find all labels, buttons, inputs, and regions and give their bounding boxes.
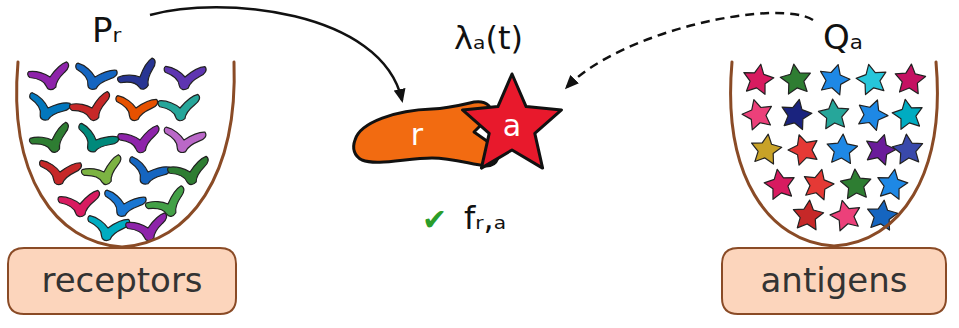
receptor-icon [68,91,115,126]
receptor-icon [123,153,171,191]
receptor-icon [158,94,202,122]
receptor-icon [160,124,206,157]
affinity-label: fᵣ,ₐ [462,199,508,237]
node-label: receptors [41,261,202,300]
label-holder: fᵣ,ₐ [462,200,508,237]
label-holder: λₐ(t) [452,20,525,57]
text-holder: a [492,104,532,148]
antigen-icon [826,133,858,164]
antigen-icon [739,96,776,132]
antigen-icon [894,63,927,94]
antigen-icon [785,130,823,167]
receptor-icon [113,92,159,124]
antigen-icon [816,61,853,97]
antigen-icon [741,62,776,96]
receptor-icon [166,156,212,189]
antigen-icon [840,168,872,199]
receptor-bowl: receptors [0,15,245,318]
receptor-icon [23,89,71,127]
antigen-icon [891,132,924,164]
antigen-bowl: antigens [718,20,950,318]
text-holder: receptors [8,248,236,314]
receptor-icon [125,213,171,245]
rate-label: λₐ(t) [452,19,525,57]
check-mark: ✔ [420,202,449,237]
antigen-icon [862,130,899,166]
receptor-icon [115,57,163,97]
receptor-icon [162,63,206,91]
receptor-icon [71,60,118,95]
outline-path [8,248,236,314]
antigen-star: a [457,72,567,176]
receptor-icon [37,157,82,187]
antigen-icon [749,132,783,165]
receptor-icon [100,187,147,222]
antigen-icon [865,198,899,231]
antigen-icon [890,97,925,131]
dashed-arrow [567,13,813,87]
solid-arrow [150,7,402,100]
antigen-icon [792,198,825,230]
probability-label: Qₐ [821,17,865,57]
antigen-icon [875,167,910,201]
outline-path [463,74,562,168]
node-label: antigens [761,261,908,300]
receptor-pool [23,57,212,244]
antigen-icon [762,167,797,201]
edge-label-holder: Pᵣ [90,11,123,50]
antigen-icon [778,96,814,131]
outline-path [731,62,938,246]
outline-path [17,62,235,247]
receptor-icon [58,190,102,218]
receptor-icon [80,154,128,190]
node-label: r [411,118,423,153]
antigen-icon [800,166,836,201]
edge-label-holder: Qₐ [821,18,865,57]
receptor-icon [144,185,192,224]
antigen-icon [817,98,850,129]
receptor-icon [27,62,73,94]
label-holder: ✔ [420,203,449,238]
node-label: a [503,109,521,144]
text-holder: antigens [722,248,946,314]
outline-path [722,248,946,314]
receptor-icon [28,122,76,160]
antigen-icon [827,197,863,232]
probability-label: Pᵣ [90,10,123,50]
antigen-icon [854,61,890,96]
antigen-icon [853,95,891,133]
receptor-icon [117,125,162,155]
text-holder: r [397,112,437,158]
antigen-pool [739,61,926,233]
antigen-icon [779,62,813,95]
receptor-icon [71,120,119,160]
